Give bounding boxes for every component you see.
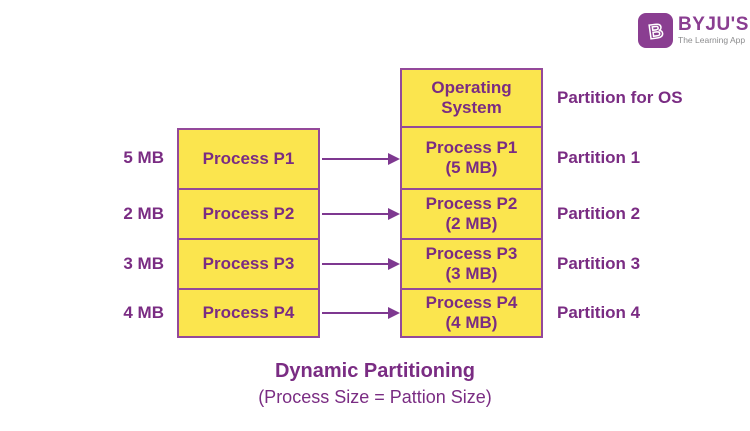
process-box-label: Process P1 [202, 149, 295, 168]
memory-box-line: (4 MB) [445, 313, 498, 332]
byjus-logo-icon: B [638, 13, 673, 48]
size-label-p4: 4 MB [123, 303, 164, 322]
arrow-icon [322, 307, 400, 319]
partition-label-1: Partition 1 [557, 148, 641, 167]
byjus-b-glyph-icon: B [646, 19, 665, 44]
byjus-b-letter: B [647, 20, 664, 44]
byjus-logo: B BYJU'S The Learning App [638, 13, 749, 48]
process-box-label: Process P4 [202, 303, 295, 322]
arrow-icon [322, 258, 400, 270]
process-box-label: Process P2 [202, 204, 295, 223]
size-label-p3: 3 MB [123, 254, 164, 273]
partition-label-os: Partition for OS [557, 88, 683, 107]
memory-box-p4: Process P4 (4 MB) [400, 288, 543, 338]
arrow-icon [322, 208, 400, 220]
brand-name: BYJU'S [678, 14, 749, 35]
memory-box-line: Process P3 [425, 244, 518, 263]
memory-box-line: (3 MB) [445, 264, 498, 283]
memory-box-p3: Process P3 (3 MB) [400, 238, 543, 290]
process-box-p3: Process P3 [177, 238, 320, 290]
memory-column: Operating System Process P1 (5 MB) Proce… [400, 68, 543, 338]
partition-label-3: Partition 3 [557, 254, 641, 273]
diagram-subtitle: (Process Size = Pattion Size) [258, 387, 492, 407]
brand-tagline: The Learning App [678, 35, 746, 45]
memory-box-line: (2 MB) [445, 214, 498, 233]
memory-box-line: Process P1 [425, 138, 518, 157]
process-box-label: Process P3 [202, 254, 295, 273]
memory-box-os: Operating System [400, 68, 543, 128]
size-label-p1: 5 MB [123, 148, 164, 167]
diagram-title: Dynamic Partitioning [274, 360, 476, 382]
memory-box-line: Operating [431, 78, 512, 97]
process-box-p2: Process P2 [177, 188, 320, 240]
memory-box-p2: Process P2 (2 MB) [400, 188, 543, 240]
partition-label-4: Partition 4 [557, 303, 641, 322]
memory-box-line: Process P2 [425, 194, 518, 213]
memory-box-p1: Process P1 (5 MB) [400, 126, 543, 190]
process-box-p4: Process P4 [177, 288, 320, 338]
size-label-p2: 2 MB [123, 204, 164, 223]
partition-label-2: Partition 2 [557, 204, 641, 223]
byjus-logo-text: BYJU'S The Learning App [678, 13, 749, 46]
process-column: Process P1 Process P2 Process P3 Process… [177, 128, 320, 338]
memory-box-line: System [441, 98, 502, 117]
process-box-p1: Process P1 [177, 128, 320, 190]
memory-box-line: Process P4 [425, 293, 518, 312]
arrow-icon [322, 153, 400, 165]
memory-box-line: (5 MB) [445, 158, 498, 177]
